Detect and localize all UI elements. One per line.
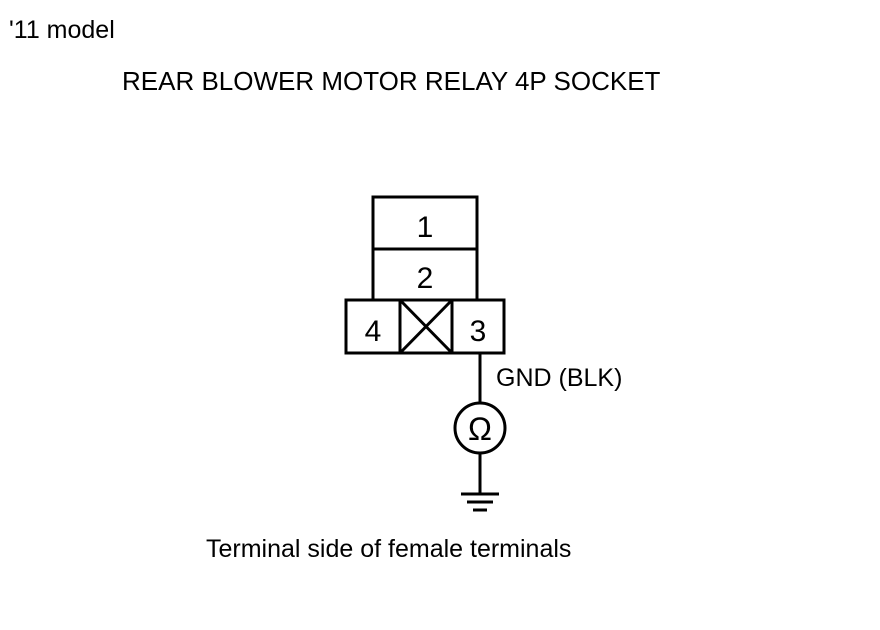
ohm-symbol: Ω xyxy=(468,411,492,447)
gnd-wire-label: GND (BLK) xyxy=(496,364,622,392)
terminal-4-label: 4 xyxy=(365,315,382,348)
ground-icon xyxy=(461,492,499,512)
diagram-title: REAR BLOWER MOTOR RELAY 4P SOCKET xyxy=(122,66,661,96)
model-label: '11 model xyxy=(9,16,115,44)
terminal-3-label: 3 xyxy=(470,315,487,348)
empty-cavity-cross-b xyxy=(398,298,454,355)
empty-cavity xyxy=(398,298,454,355)
terminal-2-label: 2 xyxy=(417,262,434,295)
caption: Terminal side of female terminals xyxy=(206,535,572,563)
terminal-1-label: 1 xyxy=(417,211,434,244)
